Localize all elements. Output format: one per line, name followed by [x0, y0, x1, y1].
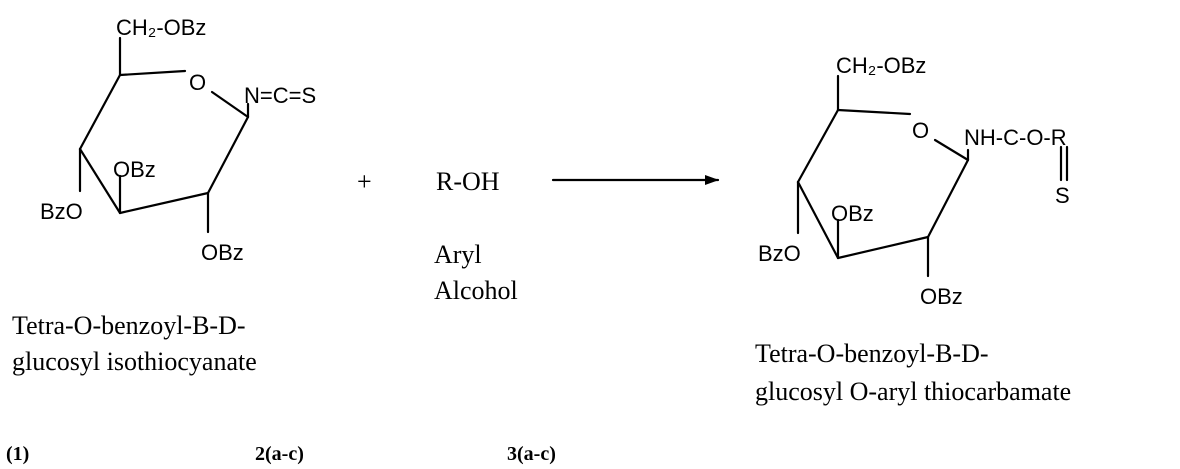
product-caption-line2: glucosyl O-aryl thiocarbamate [755, 377, 1071, 406]
product-caption-line1: Tetra-O-benzoyl-B-D- [755, 339, 989, 368]
product-thiocarbamate-label: NH-C-O-R [964, 125, 1067, 150]
product-c2-c3-bond [836, 235, 930, 260]
compound-label-1: (1) [6, 443, 29, 465]
reagent-name-line1: Aryl [434, 240, 482, 269]
reagent-block: + R-OH Aryl Alcohol [357, 167, 518, 305]
compound-label-2: 2(a-c) [255, 443, 304, 465]
reactant-structure: CH₂-OBz O N=C=S OBz BzO OBz Tetra-O-benz… [12, 15, 316, 376]
c4-c5-bond [78, 73, 122, 151]
product-ch2-obz-label: CH₂-OBz [836, 53, 926, 78]
reactant-c2-obz-label: OBz [201, 240, 244, 265]
o-c1-bond [210, 90, 250, 119]
reagent-formula: R-OH [436, 167, 500, 196]
c3-c4-bond [78, 147, 122, 215]
product-c1-c2-bond [926, 158, 970, 239]
reactant-c4-bzo-label: BzO [40, 199, 83, 224]
reactant-isothiocyanate-label: N=C=S [244, 83, 316, 108]
reactant-c3-obz-label: OBz [113, 157, 156, 182]
product-ring-oxygen-label: O [912, 118, 929, 143]
reactant-ch2-obz-label: CH₂-OBz [116, 15, 206, 40]
c2-c3-bond [118, 191, 210, 215]
compound-labels: (1) 2(a-c) 3(a-c) [6, 443, 556, 465]
product-c3-c4-bond [796, 180, 840, 260]
product-c5-o-bond [836, 108, 912, 116]
reactant-caption-line1: Tetra-O-benzoyl-B-D- [12, 311, 246, 340]
reactant-ring-oxygen-label: O [189, 70, 206, 95]
product-o-c1-bond [933, 138, 970, 162]
product-c4-bzo-label: BzO [758, 241, 801, 266]
reactant-caption-line2: glucosyl isothiocyanate [12, 347, 257, 376]
product-structure: CH₂-OBz O NH-C-O-R S OBz BzO OBz Tetra-O… [755, 53, 1071, 406]
compound-label-3: 3(a-c) [507, 443, 556, 465]
product-c4-c5-bond [796, 108, 840, 184]
c5-o-bond [118, 69, 187, 77]
plus-sign: + [357, 167, 372, 196]
reagent-name-line2: Alcohol [434, 276, 518, 305]
product-c2-obz-label: OBz [920, 284, 963, 309]
c1-c2-bond [206, 115, 250, 195]
product-c3-obz-label: OBz [831, 201, 874, 226]
product-thio-s-label: S [1055, 183, 1070, 208]
